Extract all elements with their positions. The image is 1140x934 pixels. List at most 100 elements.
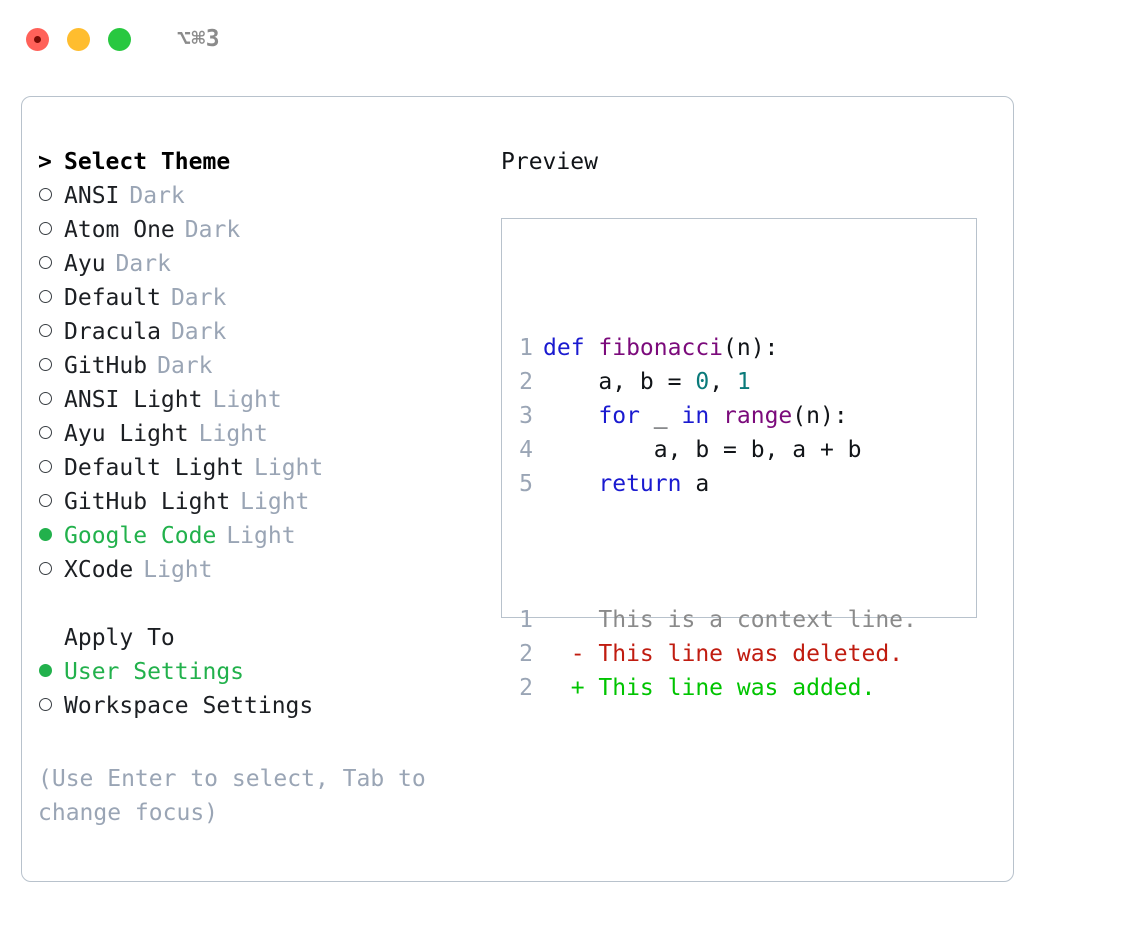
theme-variant-label: Light: [198, 421, 268, 447]
apply-to-name: Workspace Settings: [64, 693, 314, 719]
line-number: 4: [519, 437, 533, 463]
theme-variant-label: Dark: [115, 251, 171, 277]
title-bar: ⌥⌘3: [0, 0, 1140, 78]
line-number: 3: [519, 403, 533, 429]
preview-title: Preview: [501, 149, 598, 175]
code-token-pl: (n):: [723, 335, 779, 361]
code-line: 2 a, b = 0, 1: [519, 365, 917, 399]
code-token-kw: in: [681, 403, 710, 429]
theme-variant-label: Light: [212, 387, 282, 413]
code-token-pl: [709, 403, 723, 429]
line-number: 2: [519, 369, 533, 395]
theme-option[interactable]: Atom One Dark: [38, 217, 478, 251]
code-line: 3 for _ in range(n):: [519, 399, 917, 433]
apply-to-option[interactable]: User Settings: [38, 659, 478, 693]
list-spacer: [38, 591, 478, 625]
theme-variant-label: Light: [143, 557, 213, 583]
diff-text: This line was deleted.: [598, 641, 904, 667]
code-token-pl: a: [681, 471, 710, 497]
keyboard-hint-text: (Use Enter to select, Tab to change focu…: [38, 766, 440, 826]
theme-variant-label: Dark: [184, 217, 241, 243]
theme-name: GitHub: [64, 353, 148, 379]
diff-marker: [543, 607, 598, 633]
theme-option[interactable]: GitHub Dark: [38, 353, 478, 387]
apply-to-section-label: Apply To: [64, 625, 175, 651]
code-token-kw: def: [543, 335, 599, 361]
code-line: 5 return a: [519, 467, 917, 501]
theme-variant-label: Light: [226, 523, 296, 549]
theme-name: Dracula: [64, 319, 161, 345]
code-token-fn: range: [723, 403, 793, 429]
maximize-button[interactable]: [108, 27, 131, 51]
line-number: 1: [519, 335, 533, 361]
diff-line-del: 2 - This line was deleted.: [519, 637, 917, 671]
theme-variant-label: Dark: [170, 285, 227, 311]
theme-variant-label: Dark: [170, 319, 227, 345]
theme-name: ANSI: [64, 183, 120, 209]
code-token-pl: a, b = b, a + b: [543, 437, 862, 463]
code-token-pl: (n):: [792, 403, 848, 429]
code-token-num: 1: [736, 369, 751, 395]
line-number: 2: [519, 641, 533, 667]
close-button[interactable]: [26, 27, 49, 51]
theme-name: Default: [64, 285, 161, 311]
theme-name: Atom One: [64, 217, 175, 243]
code-token-fn: fibonacci: [598, 335, 724, 361]
theme-variant-label: Dark: [129, 183, 185, 209]
diff-line-ctx: 1 This is a context line.: [519, 603, 917, 637]
code-token-pl: a, b =: [543, 369, 696, 395]
theme-variant-label: Light: [240, 489, 310, 515]
page-title-label: Select Theme: [64, 149, 231, 175]
theme-option[interactable]: Google Code Light: [38, 523, 478, 557]
theme-option[interactable]: GitHub Light Light: [38, 489, 478, 523]
line-number: 2: [519, 675, 533, 701]
theme-name: XCode: [64, 557, 134, 583]
line-number: 1: [519, 607, 533, 633]
code-token-num: 0: [695, 369, 710, 395]
code-line: 4 a, b = b, a + b: [519, 433, 917, 467]
theme-option[interactable]: XCode Light: [38, 557, 478, 591]
code-token-pl: [543, 403, 598, 429]
theme-option[interactable]: ANSI Dark: [38, 183, 478, 217]
theme-variant-label: Dark: [157, 353, 213, 379]
diff-marker: -: [543, 641, 599, 667]
code-line: 1 def fibonacci(n):: [519, 331, 917, 365]
theme-option[interactable]: Ayu Dark: [38, 251, 478, 285]
window-controls: [26, 27, 131, 51]
minimize-button[interactable]: [67, 27, 90, 51]
apply-to-option[interactable]: Workspace Settings: [38, 693, 478, 727]
diff-text: This line was added.: [598, 675, 876, 701]
theme-name: ANSI Light: [64, 387, 203, 413]
theme-name: Ayu: [64, 251, 106, 277]
apply-to-name: User Settings: [64, 659, 245, 685]
theme-option[interactable]: ANSI Light Light: [38, 387, 478, 421]
diff-sample: 1 This is a context line.2 - This line w…: [519, 603, 917, 705]
page-title: > Select Theme: [38, 149, 478, 183]
theme-option[interactable]: Default Dark: [38, 285, 478, 319]
theme-option[interactable]: Ayu Light Light: [38, 421, 478, 455]
code-token-kw: for: [598, 403, 640, 429]
keyboard-shortcut-label: ⌥⌘3: [177, 25, 221, 52]
code-token-pl: ,: [709, 369, 737, 395]
code-token-pl: _: [639, 403, 682, 429]
diff-marker: +: [543, 675, 599, 701]
code-token-pl: [543, 471, 598, 497]
theme-name: Google Code: [64, 523, 217, 549]
theme-name: Ayu Light: [64, 421, 189, 447]
theme-option[interactable]: Dracula Dark: [38, 319, 478, 353]
line-number: 5: [519, 471, 533, 497]
prompt-caret-icon: >: [38, 149, 52, 175]
theme-name: GitHub Light: [64, 489, 231, 515]
diff-line-add: 2 + This line was added.: [519, 671, 917, 705]
code-token-kw: return: [598, 471, 682, 497]
